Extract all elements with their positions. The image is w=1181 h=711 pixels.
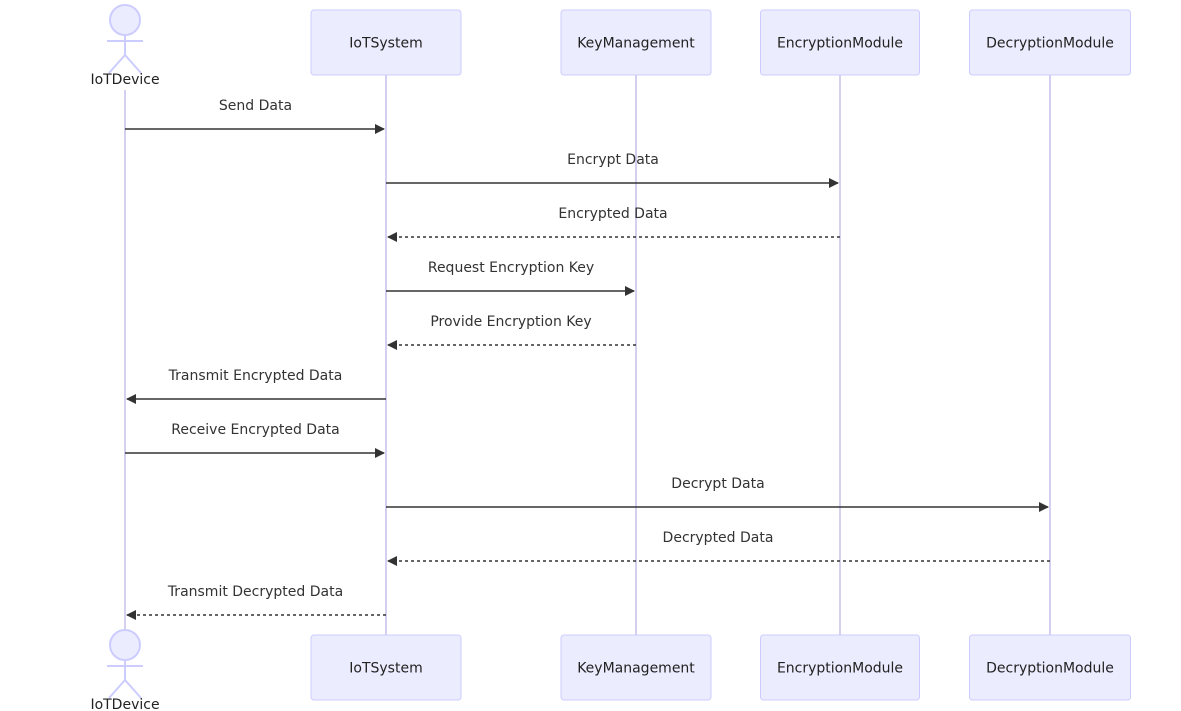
message-label: Provide Encryption Key [430,314,591,330]
participant-iotsystem-bottom: IoTSystem [310,634,462,701]
participant-box [969,9,1131,76]
actor-left-leg [108,679,126,699]
participant-label: EncryptionModule [777,36,903,52]
participant-iotsystem-top: IoTSystem [310,9,462,76]
message-label: Encrypted Data [558,206,667,222]
participant-label: DecryptionModule [986,661,1114,677]
message-label: Encrypt Data [567,152,659,168]
actor-head [109,4,141,36]
participant-label: EncryptionModule [777,661,903,677]
actor-right-leg [124,679,142,699]
participant-decryptionmodule-top: DecryptionModule [969,9,1131,76]
participant-box [760,634,920,701]
message-label: Request Encryption Key [428,260,594,276]
participant-label: DecryptionModule [986,36,1114,52]
actor-right-leg [124,54,142,74]
message-8: Decrypt Data [386,476,1049,512]
message-label: Receive Encrypted Data [171,422,339,438]
participant-label: IoTSystem [349,36,422,52]
participant-label: IoTDevice [90,72,159,88]
participant-box [560,634,712,701]
participant-box [310,634,462,701]
participant-box [760,9,920,76]
message-2: Encrypt Data [386,152,839,188]
participant-box [560,9,712,76]
message-label: Transmit Decrypted Data [167,584,343,600]
participant-encryptionmodule-top: EncryptionModule [760,9,920,76]
message-3: Encrypted Data [387,206,840,242]
participant-label: KeyManagement [577,36,695,52]
participant-keymanagement-bottom: KeyManagement [560,634,712,701]
message-1: Send Data [125,98,385,134]
participant-label: IoTSystem [349,661,422,677]
message-label: Decrypt Data [671,476,764,492]
participant-label: KeyManagement [577,661,695,677]
message-7: Receive Encrypted Data [125,422,385,458]
message-10: Transmit Decrypted Data [126,584,386,620]
actor-head [109,629,141,661]
actor-iotdevice-top: IoTDevice [90,4,160,88]
message-label: Transmit Encrypted Data [168,368,343,384]
message-label: Decrypted Data [663,530,774,546]
message-6: Transmit Encrypted Data [126,368,386,404]
message-4: Request Encryption Key [386,260,635,296]
message-9: Decrypted Data [387,530,1050,566]
participant-label: IoTDevice [90,697,159,711]
participant-encryptionmodule-bottom: EncryptionModule [760,634,920,701]
participant-box [969,634,1131,701]
actor-left-leg [108,54,126,74]
participant-decryptionmodule-bottom: DecryptionModule [969,634,1131,701]
actor-iotdevice-bottom: IoTDevice [90,629,160,711]
message-5: Provide Encryption Key [387,314,636,350]
message-label: Send Data [219,98,292,114]
participant-box [310,9,462,76]
participant-keymanagement-top: KeyManagement [560,9,712,76]
